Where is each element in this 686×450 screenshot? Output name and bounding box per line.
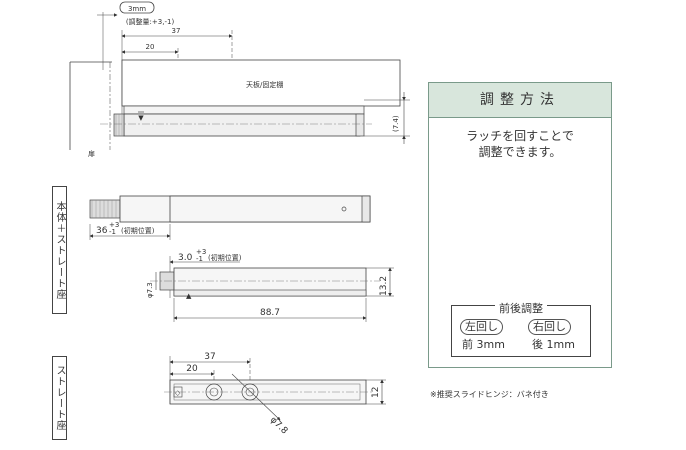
right-turn-value: 後 1mm <box>532 338 575 351</box>
left-turn-value: 前 3mm <box>462 338 505 351</box>
dim-132: 13.2 <box>379 276 389 296</box>
panel-line2: 調整できます。 <box>478 145 562 159</box>
dim-74: (7.4) <box>392 115 400 132</box>
dim-30: 3.0 <box>178 253 193 263</box>
adjust-title: 前後調整 <box>495 302 547 315</box>
initial-position-label-2: (初期位置) <box>208 253 242 262</box>
dim-30-tol-upper: +3 <box>196 248 206 256</box>
panel-title: 調整方法 <box>429 83 611 118</box>
dim-37-top: 37 <box>172 27 181 35</box>
section-label-body: 本体＋ストレート座 <box>52 186 67 314</box>
left-turn-label: 左回し <box>460 319 503 335</box>
dim-phi78: φ7.8 <box>268 415 290 437</box>
dim-36-tol-lower: -1 <box>109 228 116 236</box>
panel-line1: ラッチを回すことで <box>466 129 574 143</box>
dim-30-tol-lower: -1 <box>196 255 203 263</box>
dim-12: 12 <box>371 387 381 398</box>
body-view: 36 +3 -1 (初期位置) <box>89 195 371 240</box>
panel-instructions: ラッチを回すことで 調整できます。 <box>429 128 611 160</box>
svg-text:▲: ▲ <box>186 292 192 300</box>
right-turn-label: 右回し <box>528 319 571 335</box>
dim-adjust-range: (調整量:+3,-1) <box>126 17 175 26</box>
dim-37-plate: 37 <box>204 352 215 362</box>
initial-position-label: (初期位置) <box>121 226 155 235</box>
dim-20-top: 20 <box>146 43 155 51</box>
dim-36-tol-upper: +3 <box>109 221 119 229</box>
dim-887: 88.7 <box>260 308 280 318</box>
plate-top-view: 37 20 ◇ φ7.8 12 <box>164 352 386 437</box>
front-back-adjust-box: 前後調整 左回し 前 3mm 右回し 後 1mm <box>451 302 591 357</box>
plate-side-view: 3.0 +3 -1 (初期位置) ▲ φ7.3 13.2 88.7 <box>146 248 394 322</box>
door-label: 扉 <box>88 149 95 158</box>
adjustment-panel: 調整方法 ラッチを回すことで 調整できます。 前後調整 左回し 前 3mm 右回… <box>428 82 612 368</box>
footnote: ※推奨スライドヒンジ：バネ付き <box>430 390 549 399</box>
svg-text:◇: ◇ <box>175 389 181 397</box>
section-label-plate: ストレート座 <box>52 356 67 440</box>
svg-text:▼: ▼ <box>138 114 144 122</box>
dim-36: 36 <box>96 226 108 236</box>
dim-phi73: φ7.3 <box>146 282 154 298</box>
dim-20-plate: 20 <box>186 364 198 374</box>
top-view: 3mm (調整量:+3,-1) 37 20 天板/固定棚 ▼ 扉 <box>69 1 410 158</box>
surface-label: 天板/固定棚 <box>246 80 283 89</box>
dim-offset-label: 3mm <box>128 5 146 13</box>
